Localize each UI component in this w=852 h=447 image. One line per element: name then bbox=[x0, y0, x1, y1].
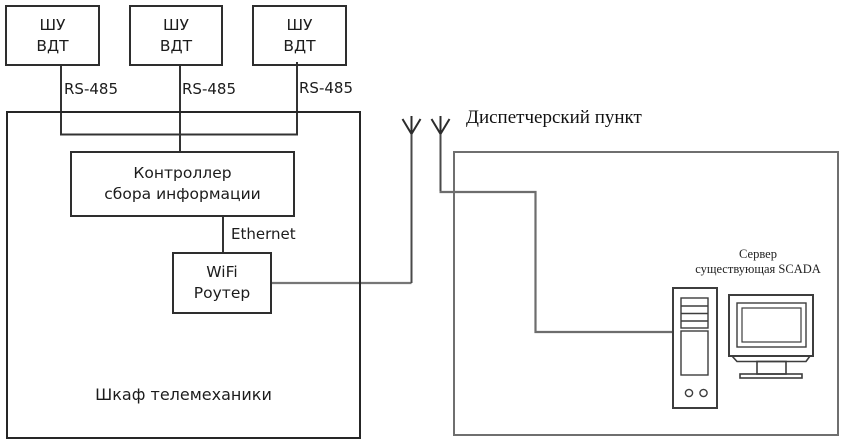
antenna2-icon bbox=[430, 116, 451, 135]
rs485-label-3: RS-485 bbox=[299, 79, 353, 97]
wifi-router-line1: WiFi bbox=[206, 263, 238, 281]
controller-box: Контроллер сбора информации bbox=[70, 151, 295, 217]
rs485-label-1: RS-485 bbox=[64, 80, 118, 98]
server-label: Сервер существующая SCADA bbox=[680, 247, 836, 277]
shu-vdt-box-3: ШУ ВДТ bbox=[252, 5, 347, 66]
server-label-line1: Сервер bbox=[739, 247, 777, 261]
server-tower-icon bbox=[672, 287, 718, 409]
shu-vdt-2-line1: ШУ bbox=[162, 15, 190, 34]
shu-vdt-1-line2: ВДТ bbox=[36, 36, 69, 55]
cabinet-label: Шкаф телемеханики bbox=[95, 385, 272, 404]
dispatcher-title: Диспетчерский пункт bbox=[466, 107, 642, 128]
shu-vdt-3-line1: ШУ bbox=[286, 15, 313, 34]
wifi-router-box: WiFi Роутер bbox=[172, 252, 272, 314]
shu-vdt-2-line2: ВДТ bbox=[159, 36, 193, 55]
server-monitor-icon bbox=[728, 294, 814, 379]
controller-line2: сбора информации bbox=[104, 185, 261, 203]
shu-vdt-box-2: ШУ ВДТ bbox=[129, 5, 223, 66]
rs485-label-2: RS-485 bbox=[182, 80, 236, 98]
antenna1-icon bbox=[401, 116, 422, 135]
antenna-server-line bbox=[439, 190, 673, 334]
cabinet-box bbox=[6, 111, 361, 439]
shu-vdt-1-line1: ШУ bbox=[39, 15, 66, 34]
controller-line1: Контроллер bbox=[133, 164, 232, 182]
dispatcher-box bbox=[453, 151, 839, 436]
shu-vdt-box-1: ШУ ВДТ bbox=[5, 5, 100, 66]
ethernet-label: Ethernet bbox=[231, 225, 296, 243]
shu-vdt-3-line2: ВДТ bbox=[283, 36, 316, 55]
wifi-router-line2: Роутер bbox=[193, 284, 251, 302]
server-label-line2: существующая SCADA bbox=[695, 262, 821, 276]
